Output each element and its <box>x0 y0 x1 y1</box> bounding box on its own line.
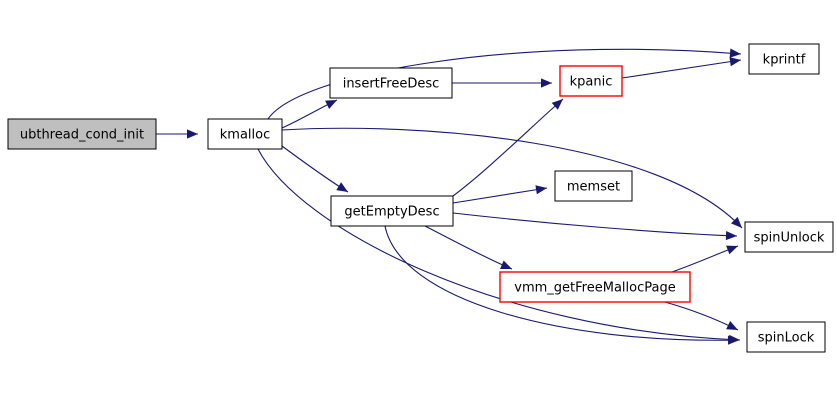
graph-node-spinLock[interactable]: spinLock <box>746 321 826 353</box>
graph-node-kmalloc[interactable]: kmalloc <box>207 118 283 150</box>
graph-node-kpanic[interactable]: kpanic <box>559 65 623 97</box>
graph-node-memset[interactable]: memset <box>554 170 633 202</box>
edge-line <box>664 301 739 331</box>
edge-arrowhead <box>551 99 563 110</box>
node-box-kmalloc[interactable] <box>207 118 283 150</box>
edge-kmalloc-to-kprintf <box>267 48 742 120</box>
edge-line <box>281 127 743 229</box>
node-label-ubthread_cond_init: ubthread_cond_init <box>20 128 144 143</box>
edge-arrowhead <box>187 129 198 139</box>
edge-kpanic-to-kprintf <box>621 57 742 79</box>
edge-kmalloc-to-getEmptyDesc <box>281 145 349 193</box>
edge-getEmptyDesc-to-spinLock <box>384 225 740 345</box>
node-box-kpanic[interactable] <box>559 65 623 97</box>
edge-line <box>257 148 741 341</box>
graph-node-vmm_getFreeMallocPage[interactable]: vmm_getFreeMallocPage <box>499 271 691 303</box>
edge-insertFreeDesc-to-kpanic <box>452 78 552 88</box>
edge-arrowhead <box>729 48 741 58</box>
node-box-vmm_getFreeMallocPage[interactable] <box>499 271 691 303</box>
node-label-getEmptyDesc: getEmptyDesc <box>344 205 439 220</box>
node-layer: ubthread_cond_init kmalloc insertFreeDesc g… <box>7 43 834 353</box>
node-label-kpanic: kpanic <box>570 75 613 90</box>
edge-arrowhead <box>325 100 337 109</box>
graph-node-kprintf[interactable]: kprintf <box>748 43 820 75</box>
graph-node-spinUnlock[interactable]: spinUnlock <box>744 221 834 253</box>
edge-vmm_getFreeMallocPage-to-spinUnlock <box>671 245 739 273</box>
node-box-spinLock[interactable] <box>746 321 826 353</box>
edge-line <box>384 225 740 341</box>
edge-line <box>621 59 742 79</box>
edge-layer <box>156 48 743 345</box>
edge-arrowhead <box>726 321 738 330</box>
edge-kmalloc-to-spinLock <box>257 148 741 345</box>
edge-arrowhead <box>725 230 737 241</box>
edge-kmalloc-to-spinUnlock <box>281 127 743 229</box>
node-label-kprintf: kprintf <box>763 53 806 68</box>
edge-line <box>267 48 742 120</box>
edge-getEmptyDesc-to-memset <box>452 185 548 204</box>
edge-kmalloc-to-insertFreeDesc <box>281 99 338 129</box>
node-label-insertFreeDesc: insertFreeDesc <box>343 77 440 92</box>
edge-getEmptyDesc-to-spinUnlock <box>452 212 738 241</box>
node-box-kprintf[interactable] <box>748 43 820 75</box>
edge-arrowhead <box>731 216 742 228</box>
node-label-spinLock: spinLock <box>758 331 815 346</box>
edge-line <box>452 212 738 237</box>
node-label-memset: memset <box>567 180 620 195</box>
edge-arrowhead <box>541 78 552 88</box>
node-label-vmm_getFreeMallocPage: vmm_getFreeMallocPage <box>514 281 675 296</box>
graph-node-insertFreeDesc[interactable]: insertFreeDesc <box>329 67 453 99</box>
edge-arrowhead <box>535 185 547 195</box>
edge-line <box>452 187 548 204</box>
node-box-spinUnlock[interactable] <box>744 221 834 253</box>
edge-arrowhead <box>336 182 348 192</box>
edge-line <box>424 225 513 270</box>
node-label-spinUnlock: spinUnlock <box>754 231 825 246</box>
edge-ubthread_cond_init-to-kmalloc <box>156 129 198 139</box>
graph-node-getEmptyDesc[interactable]: getEmptyDesc <box>330 195 454 227</box>
edge-line <box>452 98 564 197</box>
node-label-kmalloc: kmalloc <box>220 128 270 143</box>
edge-arrowhead <box>726 245 738 255</box>
edge-arrowhead <box>729 57 741 67</box>
node-box-ubthread_cond_init[interactable] <box>7 118 157 150</box>
edge-getEmptyDesc-to-vmm_getFreeMallocPage <box>424 225 513 270</box>
graph-node-ubthread_cond_init[interactable]: ubthread_cond_init <box>7 118 157 150</box>
node-box-getEmptyDesc[interactable] <box>330 195 454 227</box>
edge-arrowhead <box>727 335 739 345</box>
edge-vmm_getFreeMallocPage-to-spinLock <box>664 301 739 331</box>
node-box-insertFreeDesc[interactable] <box>329 67 453 99</box>
edge-arrowhead <box>500 260 512 269</box>
node-box-memset[interactable] <box>554 170 633 202</box>
edge-line <box>281 145 349 193</box>
edge-getEmptyDesc-to-kpanic <box>452 98 564 197</box>
